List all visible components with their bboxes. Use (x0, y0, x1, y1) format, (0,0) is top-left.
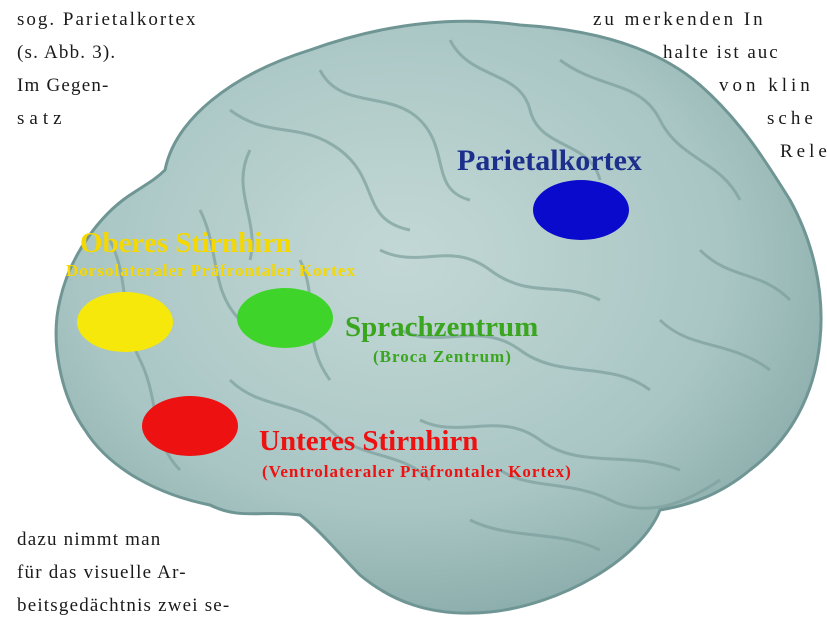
broca-marker (237, 288, 333, 348)
inferior-frontal-sublabel: (Ventrolateraler Präfrontaler Kortex) (262, 463, 572, 480)
right-text-line: halte ist auc (663, 43, 780, 62)
parietal-marker (533, 180, 629, 240)
bottom-text-line: beitsgedächtnis zwei se- (17, 596, 230, 615)
ventrolateral-marker (142, 396, 238, 456)
left-text-line: (s. Abb. 3). (17, 43, 116, 62)
bottom-text-line: dazu nimmt man (17, 530, 162, 549)
parietal-label: Parietalkortex (457, 146, 642, 176)
right-text-line: sche (767, 109, 817, 128)
left-text-line: Im Gegen- (17, 76, 110, 95)
inferior-frontal-label: Unteres Stirnhirn (259, 427, 478, 456)
broca-label: Sprachzentrum (345, 313, 538, 342)
bottom-text-line: für das visuelle Ar- (17, 563, 187, 582)
right-text-line: zu merkenden In (593, 10, 766, 29)
superior-frontal-label: Oberes Stirnhirn (80, 229, 291, 258)
superior-frontal-sublabel: Dorsolateraler Präfrontaler Kortex (66, 262, 356, 279)
left-text-line: sog. Parietalkortex (17, 10, 197, 29)
right-text-line: Rele (780, 142, 827, 161)
dorsolateral-marker (77, 292, 173, 352)
broca-sublabel: (Broca Zentrum) (373, 348, 512, 365)
left-text-line: satz (17, 109, 67, 128)
right-text-line: von klin (719, 76, 814, 95)
